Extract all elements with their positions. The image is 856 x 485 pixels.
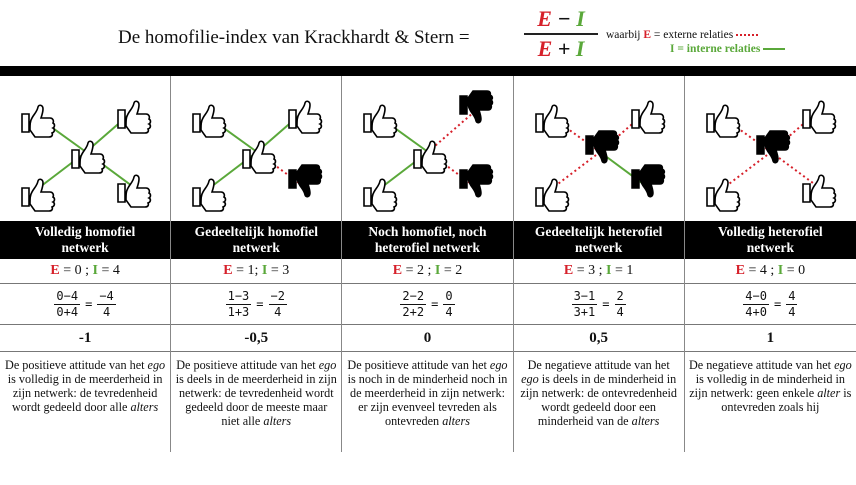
alter-thumb-icon xyxy=(192,178,227,212)
ei-counts: E = 0 ; I = 4 xyxy=(0,259,171,284)
ego-thumb-icon xyxy=(413,140,448,174)
legend-internal: I = interne relaties xyxy=(606,42,786,56)
network-svg xyxy=(534,100,665,212)
top-black-bar xyxy=(0,66,856,76)
alter-thumb-icon xyxy=(705,178,741,212)
network-svg xyxy=(705,100,837,212)
alter-thumb-icon xyxy=(21,178,56,212)
dotted-line-swatch xyxy=(736,34,759,37)
alter-thumb-icon xyxy=(705,104,741,138)
index-value: 0 xyxy=(342,325,513,352)
external-relation-line xyxy=(548,151,601,191)
network-diagram xyxy=(514,76,684,221)
ego-thumb-icon xyxy=(584,130,619,164)
index-value: -0,5 xyxy=(171,325,342,352)
ei-counts: E = 3 ; I = 1 xyxy=(513,259,684,284)
index-value: 1 xyxy=(684,325,856,352)
external-relation-line xyxy=(720,151,772,191)
alter-thumb-icon xyxy=(459,90,494,124)
network-diagram xyxy=(685,76,856,221)
alter-thumb-icon xyxy=(630,100,665,134)
description: De negatieve attitude van het ego is vol… xyxy=(688,358,852,414)
legend-external: waarbij E = externe relaties xyxy=(606,28,785,42)
description: De positieve attitude van het ego is dee… xyxy=(175,358,337,428)
formula-denominator: E + I xyxy=(537,36,585,61)
alter-thumb-icon xyxy=(363,178,398,212)
alter-thumb-icon xyxy=(630,164,665,198)
alter-thumb-icon xyxy=(801,174,837,208)
ego-thumb-icon xyxy=(756,130,790,164)
description: De positieve attitude van het ego is vol… xyxy=(5,358,166,414)
alter-thumb-icon xyxy=(288,164,323,198)
alter-thumb-icon xyxy=(363,104,398,138)
alter-thumb-icon xyxy=(534,104,569,138)
alter-thumb-icon xyxy=(117,174,152,208)
header: De homofilie-index van Krackhardt & Ster… xyxy=(0,0,856,66)
ei-counts: E = 4 ; I = 0 xyxy=(684,259,856,284)
network-svg xyxy=(363,90,494,212)
description: De positieve attitude van het ego is noc… xyxy=(347,358,508,428)
legend: waarbij E = externe relaties I = interne… xyxy=(606,28,786,56)
ego-thumb-icon xyxy=(71,140,106,174)
alter-thumb-icon xyxy=(459,164,494,198)
ego-thumb-icon xyxy=(242,140,277,174)
alter-thumb-icon xyxy=(21,104,56,138)
network-diagram xyxy=(342,76,512,221)
index-value: -1 xyxy=(0,325,171,352)
ei-counts: E = 1; I = 3 xyxy=(171,259,342,284)
page-title: De homofilie-index van Krackhardt & Ster… xyxy=(118,27,470,48)
description: De negatieve attitude van het ego is dee… xyxy=(520,358,677,428)
alter-thumb-icon xyxy=(801,100,837,134)
alter-thumb-icon xyxy=(117,100,152,134)
network-diagram xyxy=(0,76,170,221)
alter-thumb-icon xyxy=(288,100,323,134)
network-diagram xyxy=(171,76,341,221)
alter-thumb-icon xyxy=(534,178,569,212)
ei-counts: E = 2 ; I = 2 xyxy=(342,259,513,284)
alter-thumb-icon xyxy=(192,104,227,138)
network-svg xyxy=(192,100,323,212)
solid-line-swatch xyxy=(763,48,786,51)
homophily-formula: E − I E + I xyxy=(524,6,598,63)
network-svg xyxy=(21,100,152,212)
index-value: 0,5 xyxy=(513,325,684,352)
formula-numerator: E − I xyxy=(524,6,598,35)
